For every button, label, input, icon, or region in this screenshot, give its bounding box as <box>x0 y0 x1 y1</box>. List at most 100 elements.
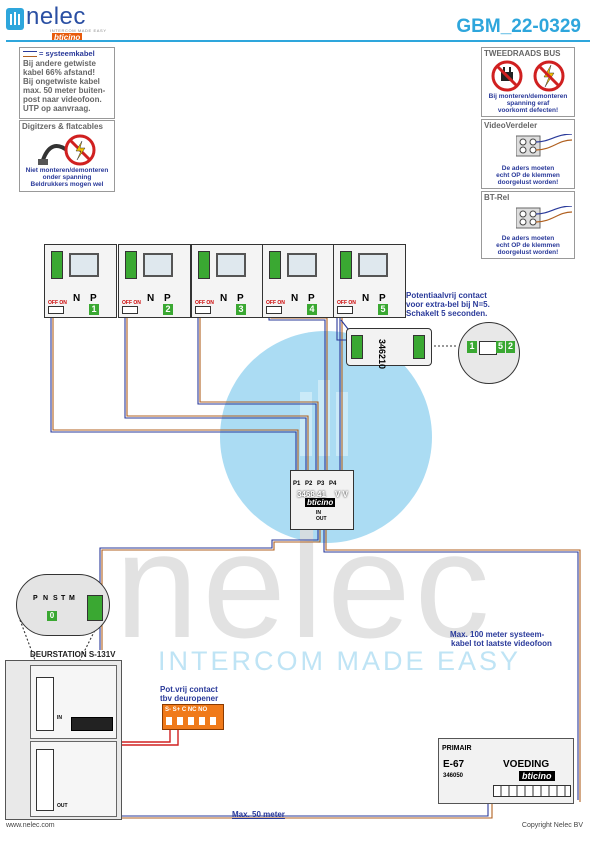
cable-line-3: Bij ongetwiste kabel <box>23 77 100 86</box>
relay-zoom-circle: 1 5 2 <box>458 322 520 384</box>
document-code: GBM_22-0329 <box>456 16 581 37</box>
zoom-label-p: P <box>33 595 38 602</box>
monitor-screen-3 <box>216 253 246 277</box>
no-voltage-icon <box>533 60 565 92</box>
bus-line-1: Bij monteren/demonteren <box>488 93 568 100</box>
monitor-terminal-3 <box>198 251 210 279</box>
max50-note: Max. 50 meter <box>232 810 285 819</box>
relay-zoom-n: 1 <box>467 341 477 353</box>
info-box-cable: = systeemkabel Bij andere getwiste kabel… <box>19 47 115 119</box>
psu-code: 346050 <box>443 773 464 779</box>
distributor-port-p3: P3 <box>317 481 325 487</box>
cable-line-1: Bij andere getwiste <box>23 59 96 68</box>
doorstation-title: DEURSTATION S-131V <box>30 650 116 659</box>
monitor-p-5: P <box>379 293 386 304</box>
monitor-terminal-1 <box>51 251 63 279</box>
btrel-line-3: doorgelust worden! <box>497 249 559 256</box>
monitor-switch-body-5 <box>337 306 353 314</box>
bus-title: TWEEDRAADS BUS <box>484 49 561 58</box>
zoom-label-m: M <box>69 595 75 602</box>
monitor-switch-5: OFF ON <box>337 300 356 306</box>
monitor-number-5: 5 <box>378 304 388 315</box>
monitor-unit-1: OFF ON N P 1 <box>44 244 117 318</box>
psu-brand: bticino <box>519 771 555 781</box>
digitizers-title: Digitzers & flatcables <box>22 122 103 131</box>
no-plug-icon <box>491 60 523 92</box>
nelec-logo-icon <box>6 8 24 30</box>
watermark-subtext: INTERCOM MADE EASY <box>158 646 522 676</box>
videoverdeler-line-2: echt OP de klemmen <box>496 172 560 179</box>
footer-website: www.nelec.com <box>6 822 55 829</box>
doorstation-board-bottom <box>36 749 54 811</box>
monitor-number-4: 4 <box>307 304 317 315</box>
zoom-label-n: N <box>43 595 49 602</box>
monitor-unit-5: OFF ON N P 5 <box>333 244 406 318</box>
doorstation-unit: IN OUT <box>5 660 122 820</box>
doorstation-out: OUT <box>57 803 68 809</box>
cable-symbol-icon <box>23 51 37 57</box>
monitor-number-3: 3 <box>236 304 246 315</box>
btrel-line-2: echt OP de klemmen <box>496 242 560 249</box>
cable-line-4: max. 50 meter buiten- <box>23 86 106 95</box>
digitizers-line-1: Niet monteren/demonteren <box>25 167 109 174</box>
distributor-brand: bticino <box>305 498 336 507</box>
btrel-line-1: De aders moeten <box>501 235 555 242</box>
zoom-label-s: S <box>53 595 58 602</box>
brand-name: nelec <box>26 3 86 30</box>
monitor-terminal-5 <box>340 251 352 279</box>
monitor-unit-4: OFF ON N P 4 <box>262 244 335 318</box>
info-box-videoverdeler: VideoVerdeler De aders moeten echt OP de… <box>481 119 575 189</box>
zoom-terminal-green <box>87 595 103 621</box>
monitor-unit-3: OFF ON N P 3 <box>191 244 264 318</box>
doorstation-board-top <box>36 677 54 731</box>
info-box-bus: TWEEDRAADS BUS Bij monteren/demonteren s… <box>481 47 575 117</box>
monitor-switch-body-1 <box>48 306 64 314</box>
max100-note-1: Max. 100 meter systeem- <box>450 630 545 639</box>
monitor-n-1: N <box>73 293 81 304</box>
distributor-vv: V V <box>335 490 348 499</box>
psu-primair: PRIMAIR <box>442 745 472 752</box>
zoom-number: 0 <box>47 611 57 621</box>
power-supply: PRIMAIR E-67 VOEDING 346050 bticino <box>438 738 574 804</box>
monitor-screen-4 <box>287 253 317 277</box>
relay-zoom-m: 5 <box>496 341 505 353</box>
monitor-switch-body-3 <box>195 306 211 314</box>
monitor-screen-5 <box>358 253 388 277</box>
brand-tagline: INTERCOM MADE EASY <box>50 28 107 33</box>
distributor-model: 3468 41 <box>297 490 326 499</box>
info-box-digitizers: Digitzers & flatcables Niet monteren/dem… <box>19 120 115 192</box>
max100-note-2: kabel tot laatste videofoon <box>451 639 552 648</box>
monitor-switch-2: OFF ON <box>122 300 141 306</box>
distributor-out: OUT <box>316 516 327 522</box>
psu-model: E-67 <box>443 759 465 770</box>
monitor-screen-2 <box>143 253 173 277</box>
distributor-in: IN <box>316 510 321 516</box>
distributor-port-p4: P4 <box>329 481 337 487</box>
doorstation-zoom-circle: P N S T M 0 <box>16 574 110 636</box>
videoverdeler-line-3: doorgelust worden! <box>497 179 559 186</box>
relay-contact-screws <box>166 717 220 725</box>
monitor-terminal-2 <box>125 251 137 279</box>
relay-contact-terminals: S- S+ C NC NO <box>165 707 208 713</box>
monitor-p-3: P <box>237 293 244 304</box>
cable-line-5: post naar videofoon. <box>23 95 102 104</box>
relay-note-2: voor extra-bel bij N=5. <box>406 300 490 309</box>
cable-title: = systeemkabel <box>39 49 95 58</box>
monitor-p-2: P <box>164 293 171 304</box>
monitor-p-4: P <box>308 293 315 304</box>
digitizers-line-2: onder spanning <box>42 174 92 181</box>
cable-line-2: kabel 66% afstand! <box>23 68 96 77</box>
monitor-switch-body-4 <box>266 306 282 314</box>
monitor-switch-3: OFF ON <box>195 300 214 306</box>
terminal-block-icon-2 <box>516 206 572 229</box>
cable-line-6: UTP op aanvraag. <box>23 104 91 113</box>
monitor-n-4: N <box>291 293 299 304</box>
relay-device: 346210 <box>346 328 432 369</box>
monitor-switch-1: OFF ON <box>48 300 67 306</box>
relay-note-3: Schakelt 5 seconden. <box>406 309 488 318</box>
video-distributor: P1 P2 P3 P4 3468 41 V V bticino IN OUT <box>290 470 354 530</box>
relay-terminal-left <box>351 335 363 359</box>
bus-line-3: voorkomt defecten! <box>497 107 559 114</box>
relay-zoom-terminals <box>479 341 497 355</box>
info-box-btrel: BT-Rel De aders moeten echt OP de klemme… <box>481 191 575 259</box>
